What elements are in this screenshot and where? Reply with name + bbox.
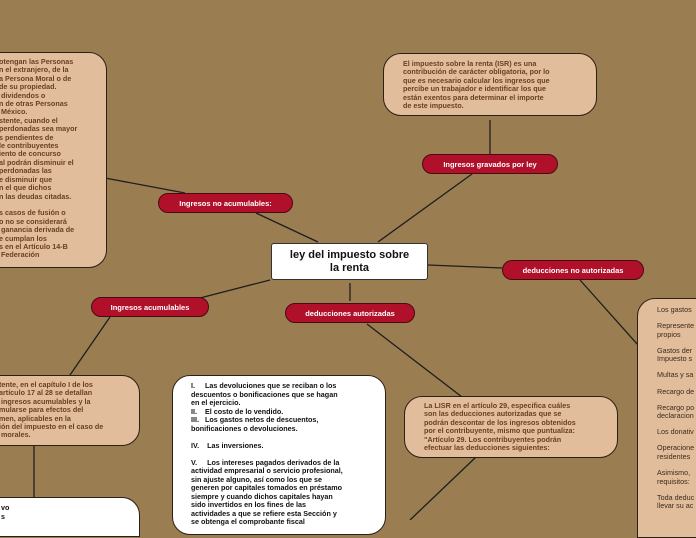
link-no-autorizadas-list <box>579 279 639 346</box>
link-no-acumulables-note <box>104 177 186 194</box>
note-ingresos-no-acumulables[interactable]: otengan las Personas n el extranjero, de… <box>0 52 107 268</box>
link-acumulables-note <box>69 316 111 376</box>
no-autorizada-item: Recargo po declaracion <box>657 402 695 421</box>
no-autorizada-item: Gastos der Impuesto s <box>657 345 693 364</box>
no-autorizada-item: Toda deduc llevar su ac <box>657 492 695 511</box>
connector-lines <box>33 120 639 520</box>
link-acumulables <box>199 279 271 299</box>
branch-ingresos-no-acumulables[interactable]: Ingresos no acumulables: <box>158 193 293 213</box>
no-autorizada-item: Represente propios <box>657 321 695 339</box>
link-no-autorizadas <box>427 264 503 269</box>
no-autorizada-item: Los donativ <box>657 427 694 437</box>
no-autorizada-item: Asimismo, requisitos: <box>657 468 691 486</box>
central-topic[interactable]: ley del impuesto sobre la renta <box>271 243 428 280</box>
note-isr[interactable]: El impuesto sobre la renta (ISR) es una … <box>383 53 597 116</box>
note-ingresos-acumulables[interactable]: tente, en el capítulo I de los artículo … <box>0 375 140 446</box>
branch-ingresos-acumulables[interactable]: Ingresos acumulables <box>91 297 209 317</box>
note-lisr-articulo-29[interactable]: La LISR en el artículo 29, especifica cu… <box>404 396 618 458</box>
no-autorizada-item: Multas y sa <box>657 370 694 380</box>
link-gravados <box>377 173 473 243</box>
branch-deducciones-no-autorizadas[interactable]: deducciones no autorizadas <box>502 260 644 280</box>
note-deducciones-lista[interactable]: I. Las devoluciones que se reciban o los… <box>172 375 386 535</box>
no-autorizada-item: Operacione residentes <box>657 443 695 462</box>
no-autorizada-item: Los gastos <box>657 305 692 314</box>
branch-deducciones-autorizadas[interactable]: deducciones autorizadas <box>285 303 415 323</box>
link-autorizadas-note <box>366 323 463 398</box>
link-no-acumulables <box>255 212 319 243</box>
link-lisr-down <box>409 456 477 520</box>
note-bottom-left[interactable]: vo s <box>0 497 140 537</box>
branch-ingresos-gravados[interactable]: Ingresos gravados por ley <box>422 154 558 174</box>
no-autorizada-item: Recargo de <box>657 386 695 396</box>
